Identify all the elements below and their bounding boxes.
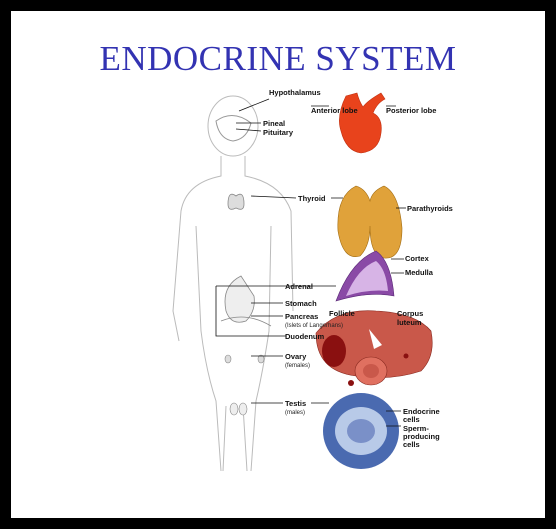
label-females: (females) [285,363,310,369]
label-cells-2: cells [403,440,420,449]
adrenal-gland [336,251,394,301]
label-islets: (Islets of Langerhans) [285,323,343,329]
body-outline [173,96,293,471]
label-follicle: Follicle [329,309,355,318]
label-thyroid: Thyroid [298,194,326,203]
label-ovary: Ovary [285,352,307,361]
label-pineal: Pineal [263,119,285,128]
label-testis: Testis [285,399,306,408]
label-corpus: Corpus [397,309,423,318]
label-cells-1: cells [403,415,420,424]
label-pancreas: Pancreas [285,312,318,321]
label-duodenum: Duodenum [285,332,324,341]
label-adrenal: Adrenal [285,282,313,291]
label-cortex: Cortex [405,254,430,263]
label-pituitary: Pituitary [263,128,294,137]
label-parathyroids: Parathyroids [407,204,453,213]
thyroid-gland [338,186,402,258]
endocrine-diagram: Hypothalamus Pineal Pituitary Anterior l… [11,11,545,518]
label-stomach: Stomach [285,299,317,308]
pituitary-gland [339,93,385,153]
label-males: (males) [285,410,305,416]
label-hypothalamus: Hypothalamus [269,88,321,97]
label-posterior-lobe: Posterior lobe [386,106,436,115]
testis [323,393,399,469]
label-luteum: luteum [397,318,422,327]
label-anterior-lobe: Anterior lobe [311,106,358,115]
slide-frame: ENDOCRINE SYSTEM [11,11,545,518]
label-medulla: Medulla [405,268,434,277]
